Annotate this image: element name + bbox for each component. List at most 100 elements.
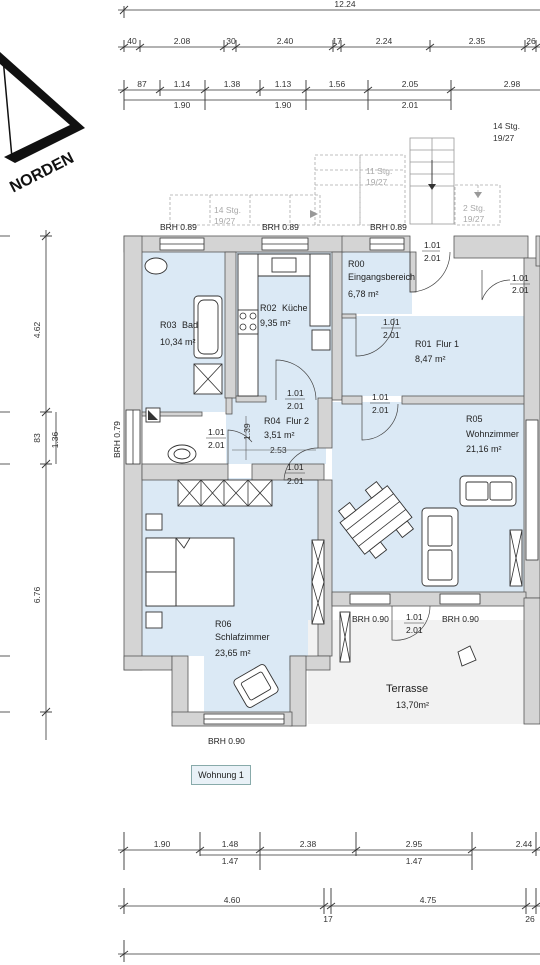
bottom-dim-r2-1: 1.47: [406, 856, 423, 866]
door-label-w: 1.01: [372, 392, 389, 402]
bottom-dim-r3-small-1: 26: [525, 914, 535, 924]
door-labels: 1.01 2.01 1.01 2.01 1.01 2.01 1.01 2.01 …: [206, 240, 530, 635]
dim-r1-0: 40: [127, 36, 137, 46]
room-name-r04: Flur 2: [286, 416, 309, 426]
bottom-dim-r3-0: 4.60: [224, 895, 241, 905]
terrace-name: Terrasse: [386, 683, 428, 695]
dim-r2-4: 1.56: [329, 79, 346, 89]
door-label-h: 2.01: [287, 401, 304, 411]
inner-dim: 1.39: [242, 423, 252, 440]
bottom-dim-r1-3: 2.95: [406, 839, 423, 849]
door-label-h: 2.01: [208, 440, 225, 450]
window-marks: [125, 237, 539, 725]
door-label-w: 1.01: [208, 427, 225, 437]
room-area-r03: 10,34 m²: [160, 337, 196, 347]
door-label-w: 1.01: [424, 240, 441, 250]
dim-r1-6: 2.35: [469, 36, 486, 46]
bottom-dim-r1-2: 2.38: [300, 839, 317, 849]
dim-r2-1: 1.14: [174, 79, 191, 89]
stairs-main-ratio: 19/27: [493, 133, 515, 143]
door-label-w: 1.01: [383, 317, 400, 327]
stairs-left-count: 14 Stg.: [214, 205, 241, 215]
window-labels: BRH 0.89 BRH 0.89 BRH 0.89 BRH 0.79 BRH …: [112, 222, 479, 746]
window-label-6: BRH 0.90: [352, 614, 389, 624]
room-name-r05: Wohnzimmer: [466, 429, 519, 439]
left-dim-1: 83: [32, 433, 42, 443]
door-label-h: 2.01: [287, 476, 304, 486]
door-label-w: 1.01: [287, 388, 304, 398]
bottom-dim-r1-4: 2.44: [516, 839, 533, 849]
room-area-r00: 6,78 m²: [348, 289, 379, 299]
room-labels: R00 Eingangsbereich 6,78 m² R01 Flur 1 8…: [160, 259, 519, 710]
door-label-w: 1.01: [287, 462, 304, 472]
bottom-dim-r3-small-0: 17: [323, 914, 333, 924]
nightstand-icon: [145, 513, 163, 531]
dim-r2-3: 1.13: [275, 79, 292, 89]
room-area-r02: 9,35 m²: [260, 318, 291, 328]
door-label-w: 1.01: [406, 612, 423, 622]
kitchen-sink-icon: [271, 257, 297, 273]
room-name-r01: Flur 1: [436, 339, 459, 349]
room-code-r00: R00: [348, 259, 365, 269]
dim-r2-0: 87: [137, 79, 147, 89]
dim-r2-6: 2.98: [504, 79, 521, 89]
room-code-r03: R03: [160, 320, 177, 330]
room-code-r02: R02: [260, 303, 277, 313]
stairs-mid-count: 11 Stg.: [366, 166, 392, 176]
dim-r3-0: 1.90: [174, 100, 191, 110]
room-name-r00: Eingangsbereich: [348, 272, 415, 282]
bottom-dim-r2-0: 1.47: [222, 856, 239, 866]
dim-r3-1: 1.90: [275, 100, 292, 110]
window-label-4: BRH 0.79: [112, 421, 122, 458]
door-label-w: 1.01: [512, 273, 529, 283]
left-dim-0: 4.62: [32, 321, 42, 338]
toilet-icon: [144, 257, 168, 275]
wardrobe-icon: [177, 479, 273, 507]
dim-r1-3: 2.40: [277, 36, 294, 46]
dim-r1-4: 17: [332, 36, 342, 46]
stairs-mid-ratio: 19/27: [366, 177, 388, 187]
dim-r1-2: 30: [226, 36, 236, 46]
door-label-h: 2.01: [406, 625, 423, 635]
stairs-small-ratio: 19/27: [463, 214, 485, 224]
left-dimension-lines: 4.62 83 1.36 6.76: [0, 230, 60, 740]
room-code-r05: R05: [466, 414, 483, 424]
dim-r1-7: 26: [526, 36, 536, 46]
dim-r1-5: 2.24: [376, 36, 393, 46]
window-label-1: BRH 0.89: [160, 222, 197, 232]
bottom-dimension-lines: 1.90 1.48 2.38 2.95 2.44 1.47 1.47 4.60 …: [118, 832, 540, 962]
furniture: [144, 253, 523, 708]
room-code-r06: R06: [215, 619, 232, 629]
window-label-7: BRH 0.90: [442, 614, 479, 624]
north-arrow-icon: NORDEN: [0, 52, 85, 196]
bottom-dim-r1-1: 1.48: [222, 839, 239, 849]
door-label-h: 2.01: [424, 253, 441, 263]
doors: [227, 251, 511, 641]
dim-r2-5: 2.05: [402, 79, 419, 89]
stairs-left-ratio: 19/27: [214, 216, 236, 226]
room-name-r03: Bad: [182, 320, 198, 330]
room-name-r06: Schlafzimmer: [215, 632, 270, 642]
room-code-r01: R01: [415, 339, 432, 349]
terrace-area: 13,70m²: [396, 700, 429, 710]
bottom-dim-r3-1: 4.75: [420, 895, 437, 905]
terrace-table-icon: [457, 645, 477, 667]
room-area-r01: 8,47 m²: [415, 354, 446, 364]
door-label-h: 2.01: [372, 405, 389, 415]
stairs-main-count: 14 Stg.: [493, 121, 520, 131]
dim-r2-2: 1.38: [224, 79, 241, 89]
stairs-small-count: 2 Stg.: [463, 203, 485, 213]
left-dim-2: 1.36: [50, 431, 60, 448]
window-label-3: BRH 0.89: [370, 222, 407, 232]
room-area-r04: 3,51 m²: [264, 430, 295, 440]
room-area-r05: 21,16 m²: [466, 444, 502, 454]
left-dim-3: 6.76: [32, 586, 42, 603]
stove-icon: [237, 309, 259, 335]
bottom-dim-r1-0: 1.90: [154, 839, 171, 849]
dim-r1-1: 2.08: [174, 36, 191, 46]
door-label-h: 2.01: [512, 285, 529, 295]
room-name-r02: Küche: [282, 303, 308, 313]
window-label-2: BRH 0.89: [262, 222, 299, 232]
room-code-r04: R04: [264, 416, 281, 426]
